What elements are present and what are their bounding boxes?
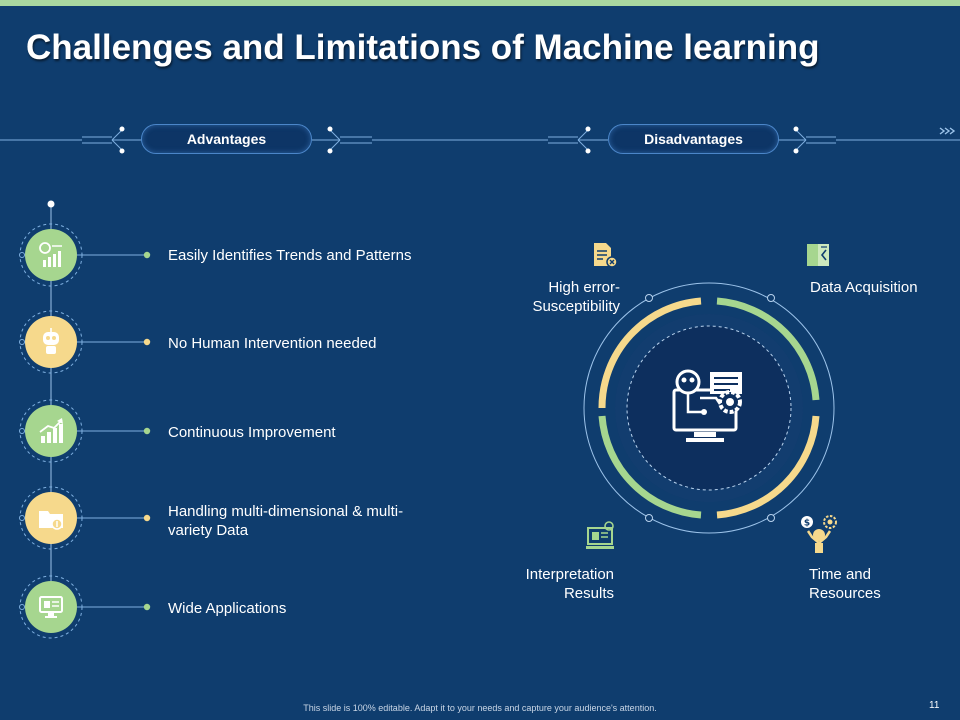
disadvantage-3-label: Interpretation Results	[525, 566, 614, 602]
monitor-icon	[25, 581, 77, 633]
disadvantages-header: Disadvantages	[608, 124, 779, 154]
top-accent-bar	[0, 0, 960, 6]
growth-chart-icon	[25, 405, 77, 457]
data-file-icon	[804, 241, 832, 274]
advantages-header: Advantages	[141, 124, 312, 154]
disadvantage-4-label: Time and Resources	[809, 566, 881, 602]
page-title: Challenges and Limitations of Machine le…	[26, 28, 820, 67]
advantage-4-label: Handling multi-dimensional & multi-varie…	[168, 503, 404, 539]
error-document-icon	[591, 241, 619, 274]
disadvantage-2-label: Data Acquisition	[810, 279, 918, 296]
page-number: 11	[929, 700, 940, 711]
folder-icon	[25, 492, 77, 544]
bar-chart-brain-icon	[25, 229, 77, 281]
advantage-2-label: No Human Intervention needed	[168, 335, 377, 352]
advantage-5-label: Wide Applications	[168, 600, 287, 617]
ai-computer-gear-icon	[668, 368, 750, 453]
disadvantage-1-label: High error-Susceptibility	[532, 279, 620, 315]
advantage-3-label: Continuous Improvement	[168, 424, 336, 441]
footer-note: This slide is 100% editable. Adapt it to…	[303, 703, 657, 713]
results-screen-icon	[585, 520, 617, 557]
robot-icon	[25, 316, 77, 368]
svg-text:$: $	[804, 519, 810, 529]
time-resources-icon: $	[800, 515, 838, 560]
advantage-1-label: Easily Identifies Trends and Patterns	[168, 247, 412, 264]
